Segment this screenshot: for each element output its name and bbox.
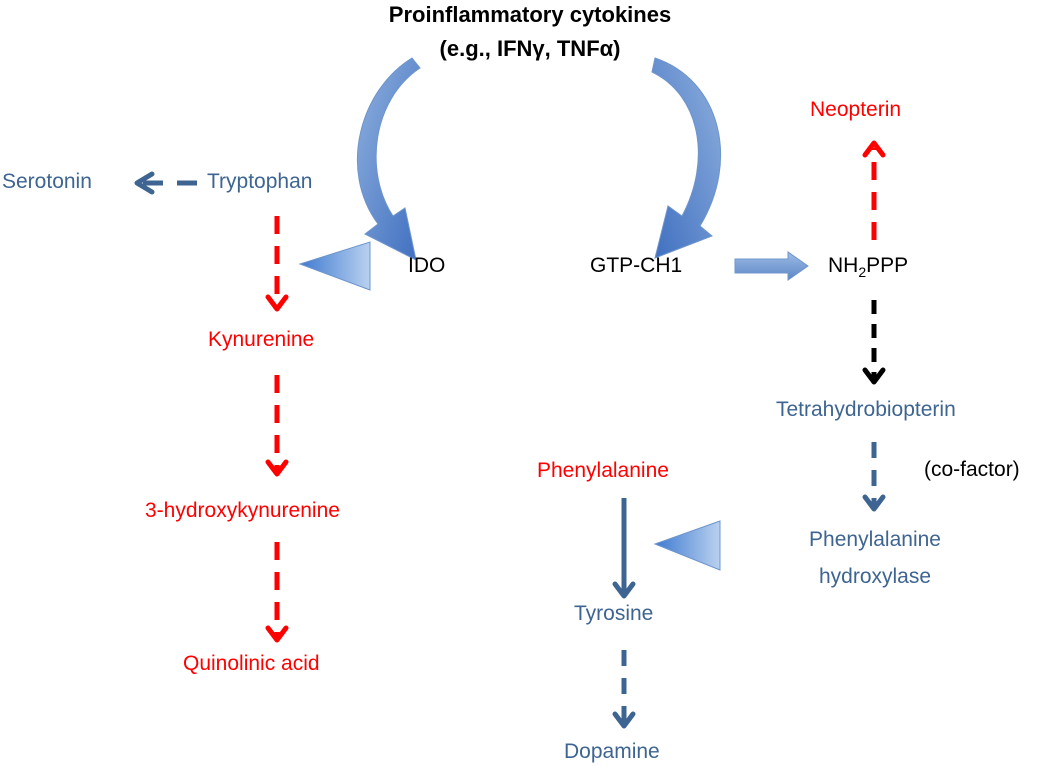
nh2ppp-to-neopterin-arrow	[862, 140, 886, 240]
title-line-1: Proinflammatory cytokines	[388, 2, 672, 27]
nh2ppp-to-tetrahydrobiopterin-arrow	[862, 300, 886, 385]
nh2ppp-label: NH2PPP	[828, 254, 909, 280]
kynurenine-to-hydroxykynurenine-arrow	[265, 375, 289, 477]
tetrahydrobiopterin-to-pah-arrow	[862, 442, 886, 512]
pah-enzyme-triangle	[653, 520, 721, 571]
title-line-2: (e.g., IFNγ, TNFα)	[439, 36, 621, 61]
nh2ppp-subscript: 2	[858, 264, 867, 280]
cytokine-to-ido-arrow	[356, 57, 421, 261]
neopterin-label: Neopterin	[810, 98, 902, 121]
quinolinic-acid-label: Quinolinic acid	[183, 652, 320, 675]
tetrahydrobiopterin-label: Tetrahydrobiopterin	[776, 398, 956, 421]
ido-label: IDO	[408, 254, 446, 277]
dopamine-label: Dopamine	[564, 740, 660, 763]
tryptophan-to-kynurenine-arrow	[265, 216, 289, 312]
ido-enzyme-triangle	[298, 241, 371, 291]
cytokine-to-gtp-arrow	[651, 57, 721, 259]
pah-label-line-2: hydroxylase	[818, 565, 932, 588]
hydroxykynurenine-to-quinolinic-arrow	[265, 542, 289, 643]
tyrosine-label: Tyrosine	[574, 602, 654, 625]
nh2ppp-prefix: NH	[828, 254, 859, 277]
tryptophan-label: Tryptophan	[207, 170, 313, 193]
phenylalanine-label: Phenylalanine	[537, 459, 669, 482]
nh2ppp-suffix: PPP	[866, 254, 909, 277]
tyrosine-to-dopamine-arrow	[612, 650, 636, 729]
serotonin-label: Serotonin	[2, 170, 92, 193]
hydroxykynurenine-label: 3-hydroxykynurenine	[145, 499, 340, 522]
kynurenine-label: Kynurenine	[208, 328, 315, 351]
phenylalanine-to-tyrosine-arrow	[612, 498, 636, 599]
cofactor-label: (co-factor)	[924, 458, 1020, 481]
gtp-to-nh2ppp-arrow	[734, 251, 809, 281]
gtp-ch1-label: GTP-CH1	[590, 254, 683, 277]
pah-label-line-1: Phenylalanine	[809, 528, 941, 551]
